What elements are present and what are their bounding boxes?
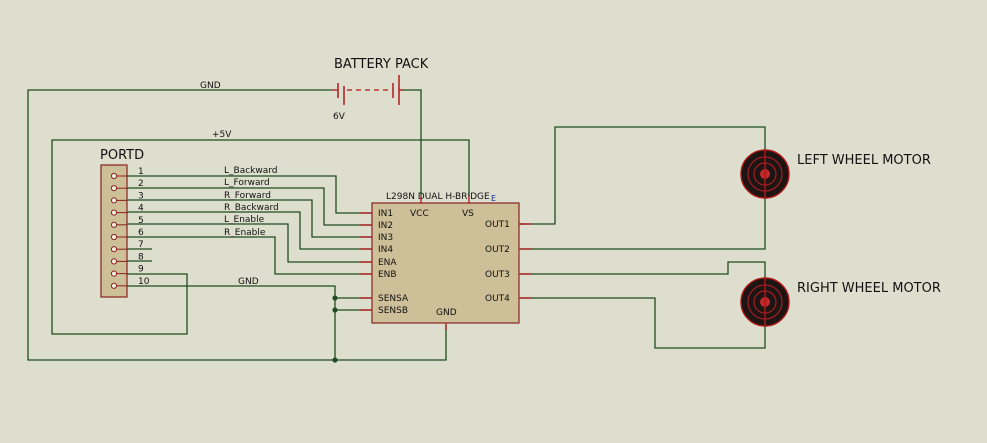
connector-pins — [110, 172, 127, 289]
signal-label: R_Forward — [224, 191, 271, 201]
connector-pin — [110, 172, 118, 180]
connector-pin-number: 8 — [138, 252, 144, 262]
right-motor-wire-a — [520, 261, 766, 278]
ic-pin-label: IN3 — [378, 233, 393, 243]
ic-pin-label: IN4 — [378, 245, 393, 255]
battery-label: BATTERY PACK — [334, 57, 429, 72]
connector-pin — [110, 258, 118, 265]
connector-pin — [110, 209, 118, 216]
left-motor-wire-b — [520, 198, 766, 250]
net-label-5v: +5V — [212, 130, 232, 140]
ic-pin-stubs — [360, 196, 532, 330]
ic-pin-label: IN1 — [378, 209, 393, 219]
junction-dot — [332, 357, 338, 363]
ic-pin-label: ENA — [378, 258, 397, 268]
connector-pin — [110, 197, 118, 204]
connector-pin — [110, 270, 118, 277]
ic-title: L298N DUAL H-BRIDGE — [386, 192, 490, 202]
right-motor-label: RIGHT WHEEL MOTOR — [797, 281, 941, 296]
ic-pin-label: GND — [436, 308, 457, 318]
signal-label: L_Backward — [224, 166, 278, 176]
battery-positive-wire — [400, 89, 422, 196]
net-label-gnd-port: GND — [238, 277, 259, 287]
ic-body — [371, 202, 520, 324]
vcc-5v-wire — [51, 139, 470, 335]
ic-pin-label: OUT1 — [485, 220, 510, 230]
left-motor-wire-a — [520, 126, 766, 225]
connector-pin-numbers: 1 2 3 4 5 6 7 8 9 10 — [138, 167, 150, 287]
battery-voltage: 6V — [333, 112, 346, 122]
signal-label: L_Forward — [224, 178, 270, 188]
ic-pin-label: OUT3 — [485, 270, 510, 280]
connector-pin-number: 5 — [138, 216, 144, 226]
signal-label: R_Enable — [224, 228, 266, 238]
connector-pin-number: 9 — [138, 265, 144, 275]
connector-name: PORTD — [100, 148, 144, 163]
ic-pin-label: SENSB — [378, 306, 408, 316]
left-motor-label: LEFT WHEEL MOTOR — [797, 153, 931, 168]
battery-symbol — [332, 75, 403, 105]
left-motor-symbol — [740, 149, 790, 199]
signal-wire-1 — [127, 175, 372, 214]
signal-label: L_Enable — [224, 215, 265, 225]
connector-pin-number: 2 — [138, 179, 144, 189]
signal-wire-5 — [127, 223, 372, 263]
ic-marker: E — [491, 194, 496, 203]
gnd-port-wire — [127, 285, 336, 360]
ic-pin-label: OUT4 — [485, 294, 510, 304]
connector-pin-number: 6 — [138, 228, 144, 238]
ic-pin-label: VS — [462, 209, 474, 219]
ic-pin-label: IN2 — [378, 221, 393, 231]
connector-pin-number: 3 — [138, 191, 144, 201]
connector-pin-number: 4 — [138, 204, 144, 214]
gnd-wire-main — [27, 89, 447, 361]
ic-pin-label: VCC — [410, 209, 429, 219]
net-label-gnd: GND — [200, 81, 221, 91]
connector-pin-number: 1 — [138, 167, 144, 177]
junction-dot — [332, 307, 338, 313]
connector-pin — [110, 221, 118, 228]
ic-pin-label: OUT2 — [485, 245, 510, 255]
connector-pin — [110, 246, 118, 253]
signal-wire-2 — [127, 187, 372, 226]
right-motor-wire-b — [520, 297, 766, 349]
connector-pin — [110, 233, 118, 241]
connector-pin — [110, 185, 118, 192]
connector-pin-number: 10 — [138, 277, 150, 287]
ic-pin-label: SENSA — [378, 294, 409, 304]
signal-wire-3 — [127, 199, 372, 238]
ic-pin-label: ENB — [378, 270, 397, 280]
connector-body — [100, 164, 128, 298]
signal-label: R_Backward — [224, 203, 279, 213]
signal-wire-6 — [127, 236, 372, 275]
right-motor-symbol — [740, 277, 790, 327]
junction-dot — [332, 295, 338, 301]
connector-pin — [110, 282, 118, 289]
connector-pin-number: 7 — [138, 240, 144, 250]
signal-wire-4 — [127, 211, 372, 250]
